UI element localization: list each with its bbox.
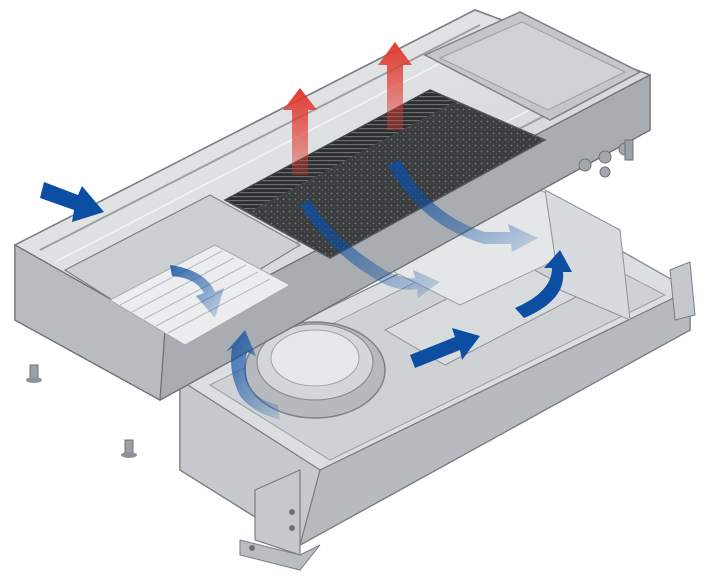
arrow-blue-icon (40, 182, 104, 222)
leveling-feet (26, 139, 634, 458)
arrow-blue-icon (300, 200, 440, 298)
arrow-blue-icon (515, 250, 572, 318)
mounting-brackets (239, 261, 696, 571)
cover-plate (423, 11, 642, 121)
return-air-arrows (40, 160, 572, 420)
arrow-red-icon (378, 42, 412, 130)
arrow-blue-icon (226, 330, 280, 420)
pipe-connectors (578, 142, 632, 178)
arrow-red-icon (283, 88, 317, 175)
heat-exchanger-fins (378, 189, 631, 321)
arrow-blue-icon (170, 265, 224, 318)
supply-air-arrows (283, 42, 412, 175)
arrow-blue-icon (410, 328, 480, 368)
arrow-blue-icon (388, 160, 538, 252)
